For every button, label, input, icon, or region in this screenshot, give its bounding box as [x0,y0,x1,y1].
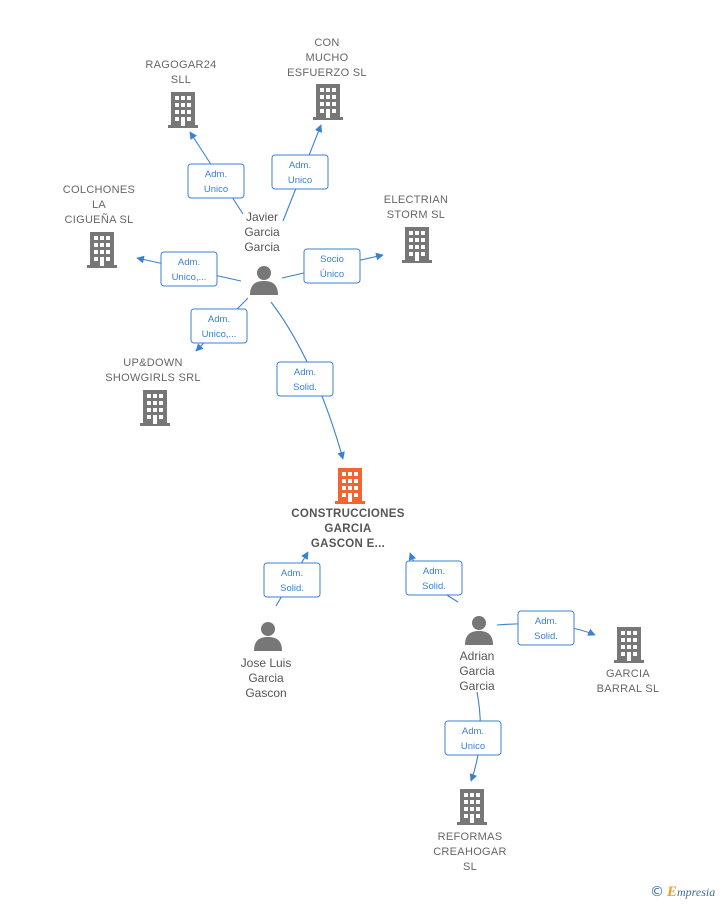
edge-label-text: Adm. [462,726,484,737]
node-label: LA [92,199,106,211]
node-label: Garcia [459,664,495,678]
edge-javier-to-conmucho[interactable]: Adm. Unico [271,124,329,222]
edge-label-box [405,560,463,596]
empresia-brand[interactable]: ©Empresia [650,884,715,901]
node-label: GARCIA [606,668,650,680]
node-label: Adrian [460,649,495,663]
edge-adrian-to-reformas[interactable]: Adm. Unico [444,691,502,782]
edge-label-text: Único [320,269,344,280]
company-node-garciabarral[interactable]: GARCIA BARRAL SL [597,627,660,695]
node-label: ESFUERZO SL [287,67,367,79]
edge-label-box [271,154,329,190]
edge-adrian-to-garciabarral[interactable]: Adm. Solid. [496,610,596,646]
building-icon [402,227,432,263]
node-label: Garcia [244,240,280,254]
building-icon [335,468,365,504]
company-node-colchones[interactable]: COLCHONES LA CIGUEÑA SL [63,184,135,268]
node-label: STORM SL [387,209,445,221]
edge-label-text: Adm. [208,314,230,325]
edge-joseluis-to-construcciones[interactable]: Adm. Solid. [263,551,321,607]
edge-label-text: Unico [288,175,312,186]
edge-javier-to-colchones[interactable]: Adm. Unico,... [136,251,242,287]
node-label: GASCON E... [311,538,385,550]
building-icon [313,84,343,120]
edge-label-text: Solid. [293,382,317,393]
company-node-reformas[interactable]: REFORMAS CREAHOGAR SL [433,789,507,873]
edge-label-text: Adm. [289,160,311,171]
edge-label-box [160,251,218,287]
node-label: Garcia [459,679,495,693]
edge-label-text: Solid. [534,631,558,642]
edge-label-box [444,720,502,756]
edge-label-text: Adm. [281,568,303,579]
edge-label-text: Adm. [294,367,316,378]
company-node-construcciones[interactable]: CONSTRUCCIONES GARCIA GASCON E... [291,468,404,550]
edge-label-text: Unico [204,184,228,195]
node-label: CIGUEÑA SL [64,213,133,226]
node-label: RAGOGAR24 [145,59,216,71]
brand-name: mpresia [677,885,716,899]
node-label: Jose Luis [241,656,292,670]
edge-adrian-to-construcciones[interactable]: Adm. Solid. [405,552,463,603]
person-icon [254,622,282,651]
edge-label-box [517,610,575,646]
building-icon [140,390,170,426]
node-label: ELECTRIAN [384,194,448,206]
person-icon [465,616,493,645]
edge-javier-to-updown[interactable]: Adm. Unico,... [190,297,249,352]
building-icon [457,789,487,825]
node-label: BARRAL SL [597,683,660,695]
edge-label-box [303,248,361,284]
edge-label-text: Socio [320,254,344,265]
node-label: Garcia [244,225,280,239]
building-icon [168,92,198,128]
edge-label-text: Solid. [422,581,446,592]
building-icon [614,627,644,663]
edge-label-text: Adm. [535,616,557,627]
person-icon [250,266,278,295]
node-label: CONSTRUCCIONES [291,508,404,520]
node-label: CON [314,37,339,49]
node-label: MUCHO [305,52,348,64]
node-label: Garcia [248,671,284,685]
node-label: SL [463,861,477,873]
edge-javier-to-ragogar[interactable]: Adm. Unico [187,131,245,215]
edge-label-text: Unico,... [172,272,207,283]
company-node-conmucho[interactable]: CON MUCHO ESFUERZO SL [287,37,367,120]
node-label: Javier [246,210,278,224]
edge-label-box [276,361,334,397]
node-label: GARCIA [324,523,371,535]
edge-label-text: Adm. [205,169,227,180]
edge-label-text: Adm. [423,566,445,577]
node-label: SHOWGIRLS SRL [105,372,201,384]
building-icon [87,232,117,268]
edge-label-box [263,562,321,598]
edge-label-box [190,308,248,344]
edge-label-text: Solid. [280,583,304,594]
edge-javier-to-construcciones[interactable]: Adm. Solid. [270,301,345,460]
node-label: Gascon [245,686,286,700]
node-label: SLL [171,74,191,86]
edge-label-text: Unico [461,741,485,752]
edge-label-text: Unico,... [202,329,237,340]
copyright-icon: © [650,884,664,900]
brand-initial: E [667,884,678,900]
node-label: COLCHONES [63,184,135,196]
edge-label-text: Adm. [178,257,200,268]
edge-label-box [187,163,245,199]
node-label: UP&DOWN [123,357,183,369]
company-node-electrian[interactable]: ELECTRIAN STORM SL [384,194,448,263]
node-label: REFORMAS [438,831,503,843]
node-label: CREAHOGAR [433,846,507,858]
company-node-updown[interactable]: UP&DOWN SHOWGIRLS SRL [105,357,201,426]
